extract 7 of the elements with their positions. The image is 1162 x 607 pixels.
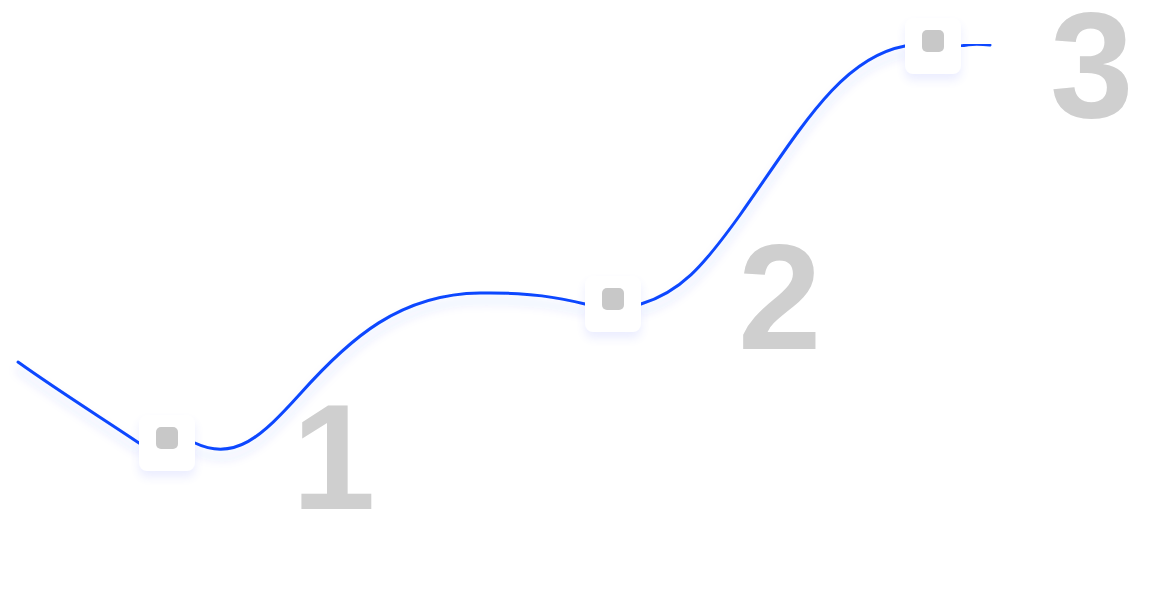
curve-line bbox=[193, 291, 587, 451]
curve-line bbox=[639, 44, 907, 306]
curve-line bbox=[16, 360, 141, 445]
waypoint-marker bbox=[139, 415, 195, 471]
waypoint-marker bbox=[585, 276, 641, 332]
waypoint-marker bbox=[905, 18, 961, 74]
curve-line bbox=[959, 42, 992, 48]
